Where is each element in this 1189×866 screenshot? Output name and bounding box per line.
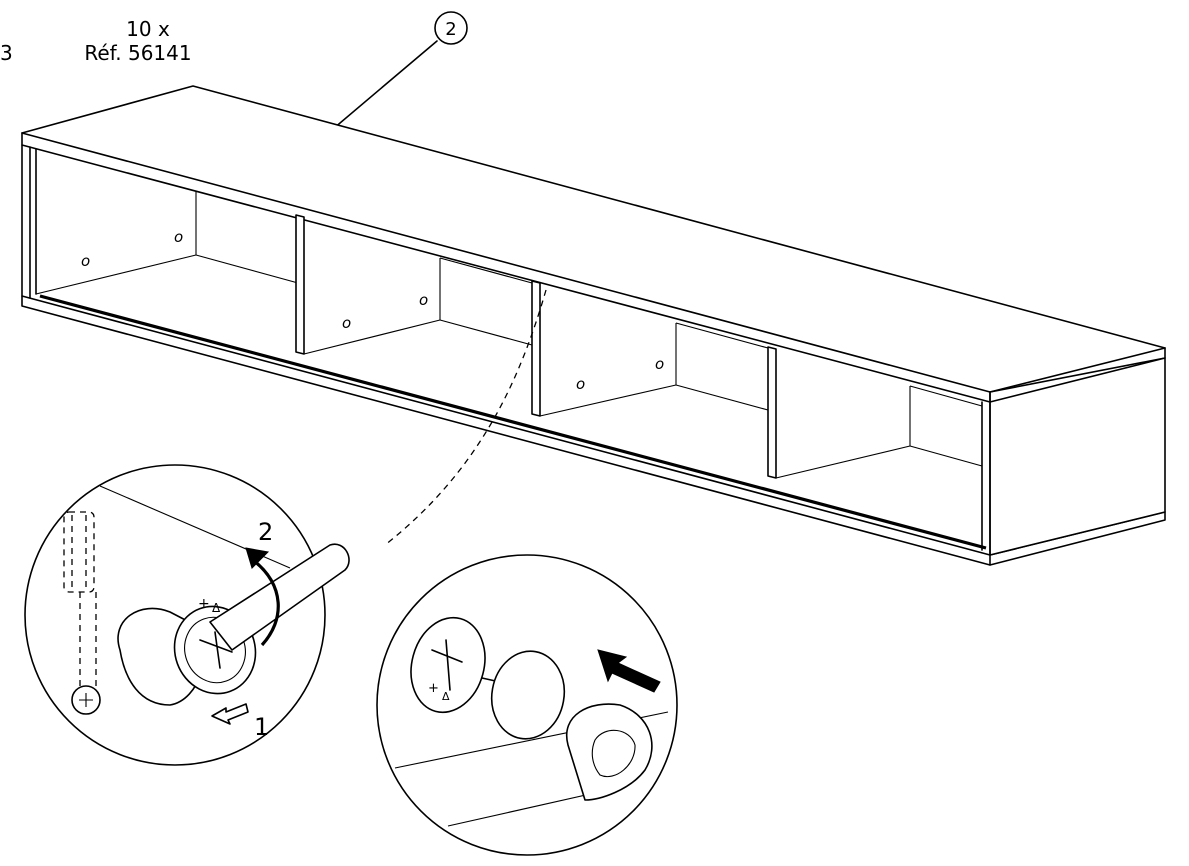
hole-mark: o [81, 252, 90, 270]
step-push-label: 1 [254, 713, 269, 741]
hole-mark: o [342, 314, 351, 332]
cover-cap-detail: + Δ [376, 554, 678, 856]
cam-symbol: + [428, 681, 439, 696]
hardware-reference: Réf. 56141 [84, 41, 191, 65]
cam-lock-detail: + Δ 2 1 [24, 464, 350, 766]
thumb [565, 703, 653, 801]
step-rotate-label: 2 [258, 518, 273, 546]
hardware-ref-fragment: 3 [0, 41, 13, 65]
screwdriver [209, 543, 350, 651]
part-callout-number: 2 [445, 19, 456, 40]
cam-symbol: + [198, 596, 210, 612]
hole-markers: o o o o o o [81, 228, 664, 393]
cam-symbol: Δ [442, 690, 450, 703]
hole-mark: o [174, 228, 183, 246]
push-arrow-icon [597, 649, 661, 693]
cover-cap [490, 650, 566, 740]
cam-symbol: Δ [212, 601, 221, 615]
detail-leader [384, 289, 547, 546]
hardware-quantity: 10 x [126, 17, 170, 41]
dowel [63, 511, 95, 593]
hole-mark: o [576, 375, 585, 393]
hole-mark: o [655, 355, 664, 373]
hole-mark: o [419, 291, 428, 309]
